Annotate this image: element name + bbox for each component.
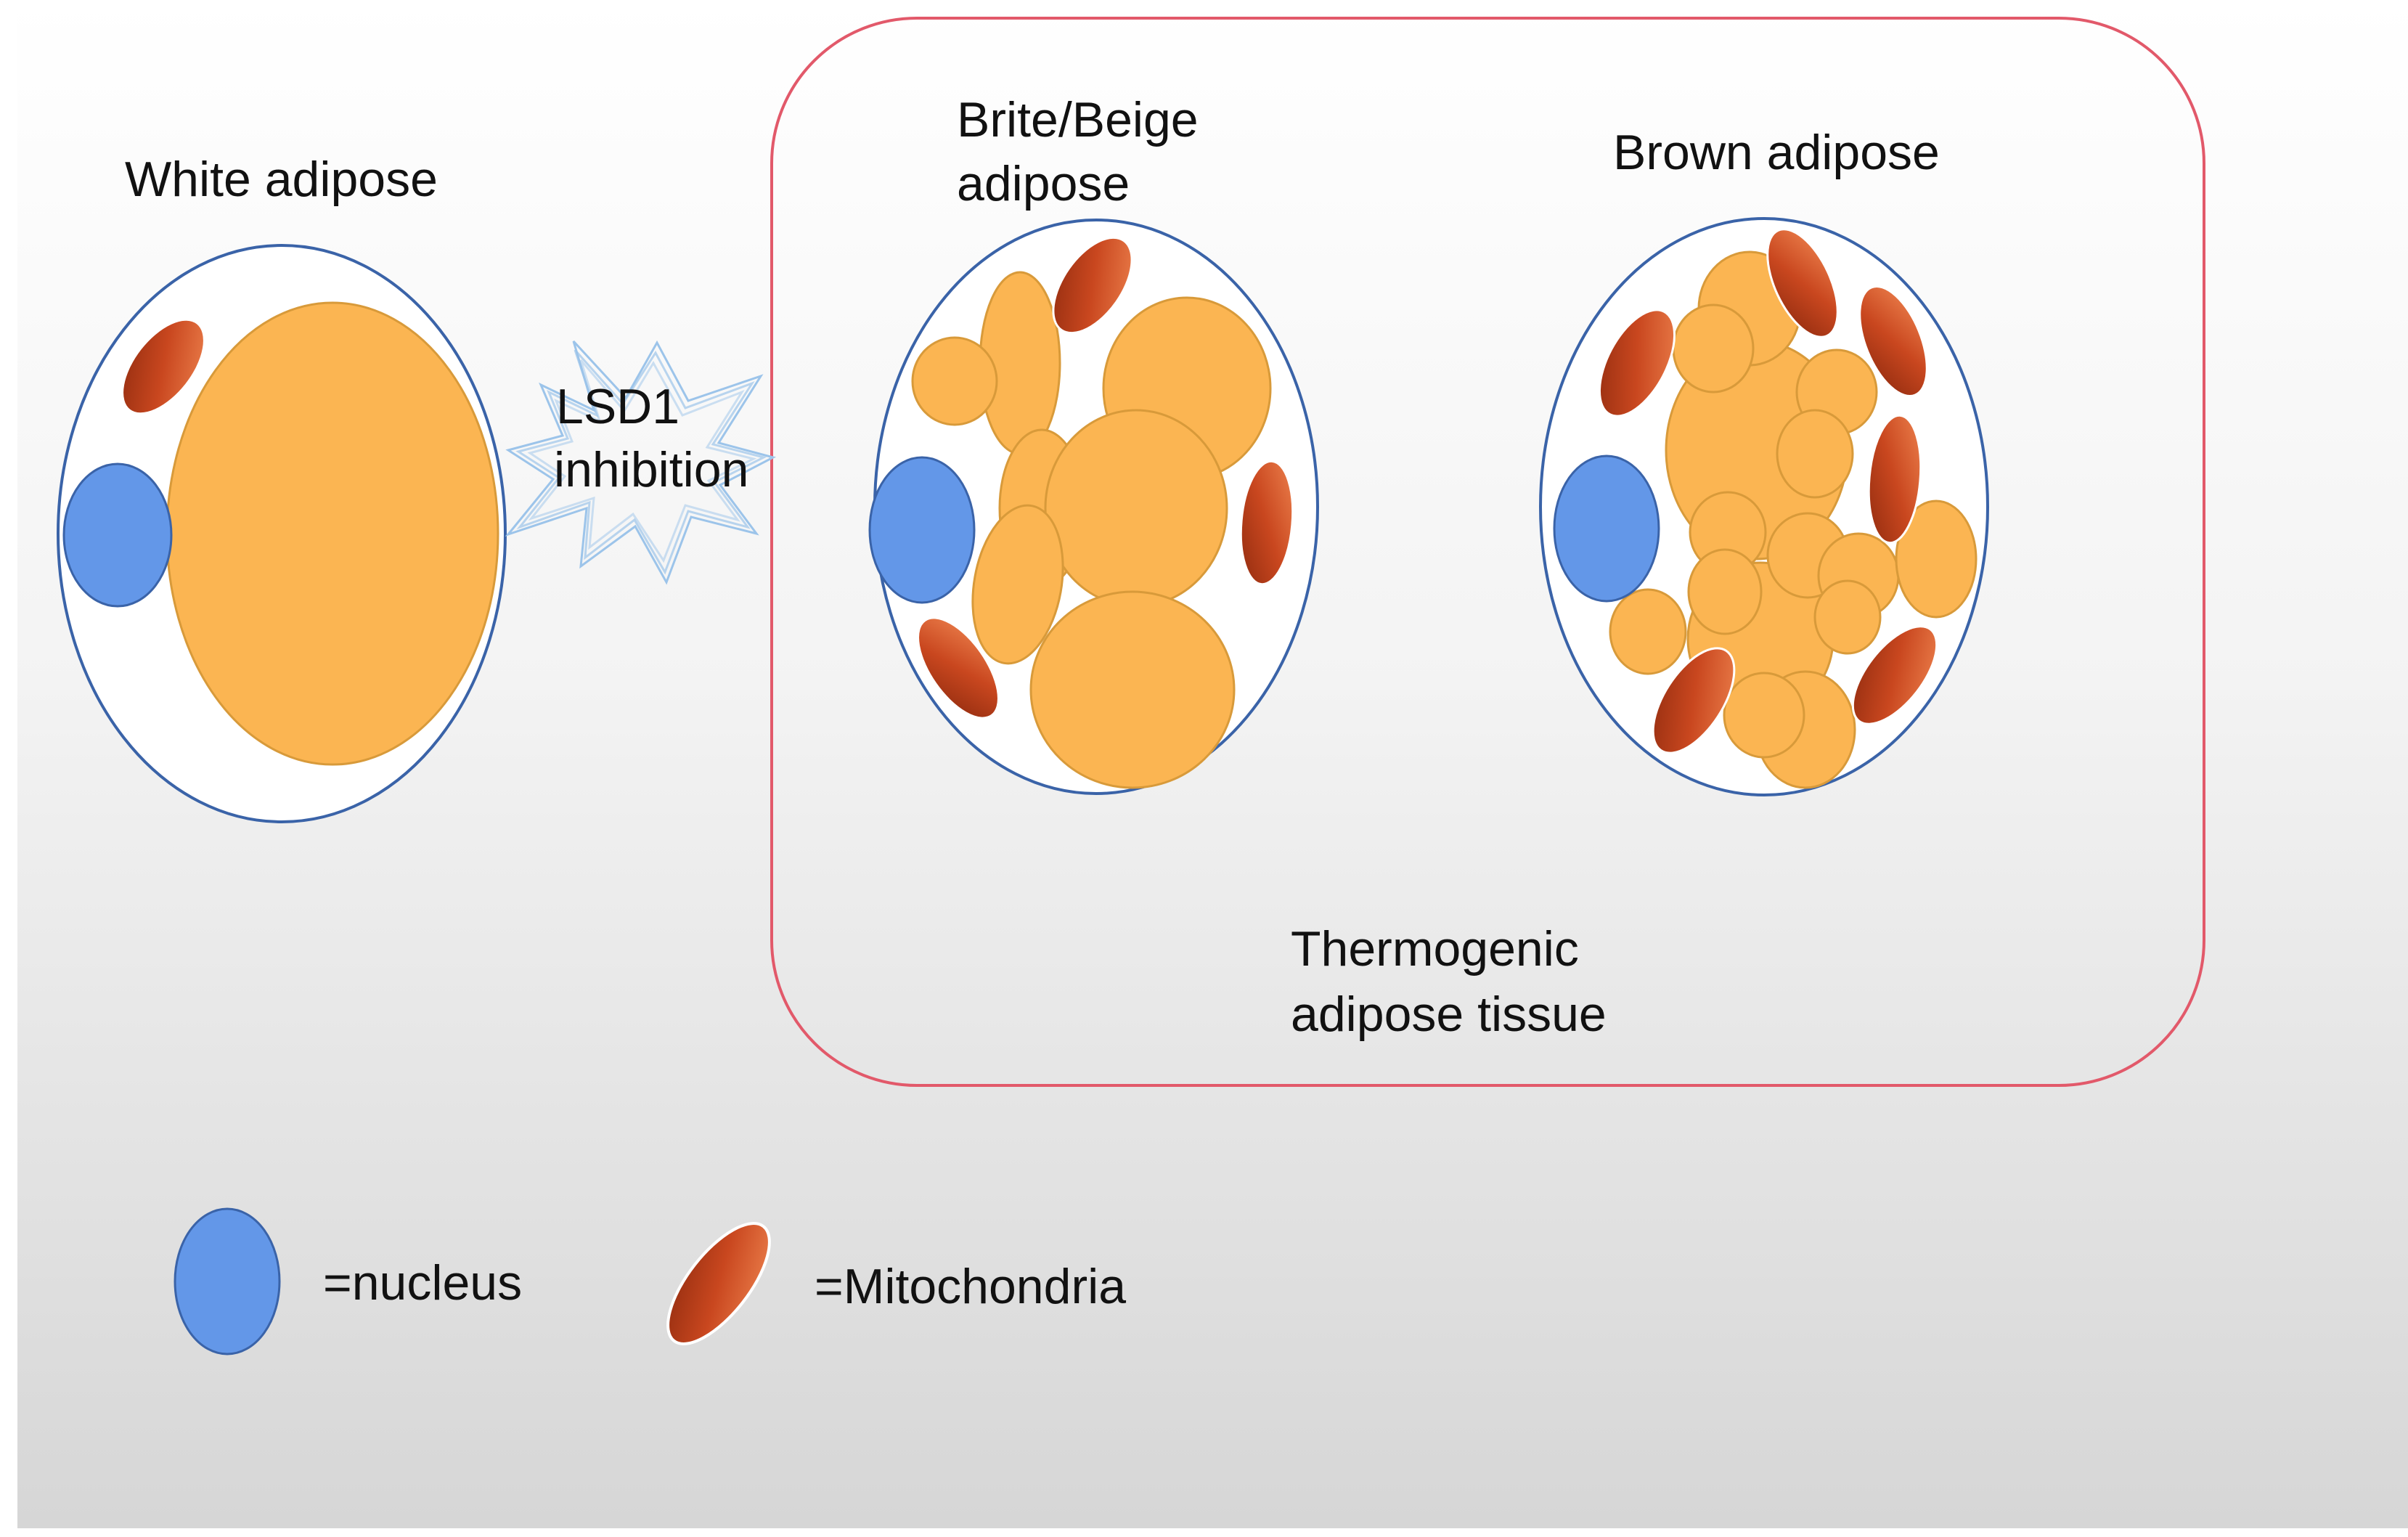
lsd1-starburst-icon	[505, 340, 777, 585]
white-lipid-droplet	[166, 301, 499, 766]
lipid-droplet	[1723, 672, 1805, 759]
mitochondrion	[1652, 647, 1736, 754]
beige-mitochondria	[917, 236, 1294, 719]
mitochondrion	[1052, 236, 1133, 335]
brite-beige-label-line1: Brite/Beige	[957, 92, 1199, 147]
lipid-droplet	[1776, 409, 1854, 499]
legend-nucleus-swatch	[174, 1207, 281, 1355]
beige-adipocyte	[868, 219, 1319, 795]
legend-mitochondria-label: =Mitochondria	[815, 1259, 1126, 1314]
mitochondrion	[1766, 228, 1839, 338]
mitochondrion	[1867, 414, 1922, 545]
lipid-droplet	[1672, 303, 1755, 394]
mitochondrion	[1239, 460, 1294, 586]
brown-mitochondria	[1598, 228, 1938, 754]
white-adipocyte	[57, 244, 507, 823]
beige-lipid-droplets	[911, 271, 1272, 789]
lipid-droplet	[1044, 409, 1228, 608]
lipid-droplet	[971, 504, 1064, 665]
mitochondrion	[1858, 285, 1928, 398]
lipid-droplet	[1895, 500, 1978, 619]
lipid-droplet	[1029, 590, 1236, 789]
brown-adipocyte	[1539, 217, 1989, 796]
brown-adipose-label: Brown adipose	[1613, 125, 1940, 180]
legend-nucleus-label: =nucleus	[323, 1255, 522, 1310]
thermogenic-label-line2: adipose tissue	[1291, 987, 1607, 1042]
legend-mitochondria-swatch	[666, 1222, 771, 1345]
brite-beige-label-line2: adipose	[957, 156, 1130, 211]
mitochondrion	[1851, 625, 1938, 725]
lipid-droplet	[1687, 548, 1763, 635]
mitochondrion	[1598, 309, 1676, 417]
thermogenic-box	[770, 17, 2205, 1087]
lipid-droplet	[1609, 588, 1687, 675]
lsd1-label: LSD1	[556, 379, 679, 434]
white-mitochondrion	[121, 318, 205, 415]
lipid-droplet	[911, 336, 998, 426]
brown-nucleus	[1553, 454, 1660, 603]
brown-lipid-droplets	[1609, 250, 1978, 789]
mitochondrion	[917, 616, 1000, 719]
inhibition-label: inhibition	[554, 442, 748, 497]
lipid-droplet	[1813, 579, 1882, 655]
thermogenic-label-line1: Thermogenic	[1291, 921, 1579, 977]
beige-nucleus	[868, 456, 976, 604]
legend	[174, 1207, 771, 1355]
white-nucleus	[62, 462, 173, 608]
white-adipose-label: White adipose	[125, 152, 438, 207]
